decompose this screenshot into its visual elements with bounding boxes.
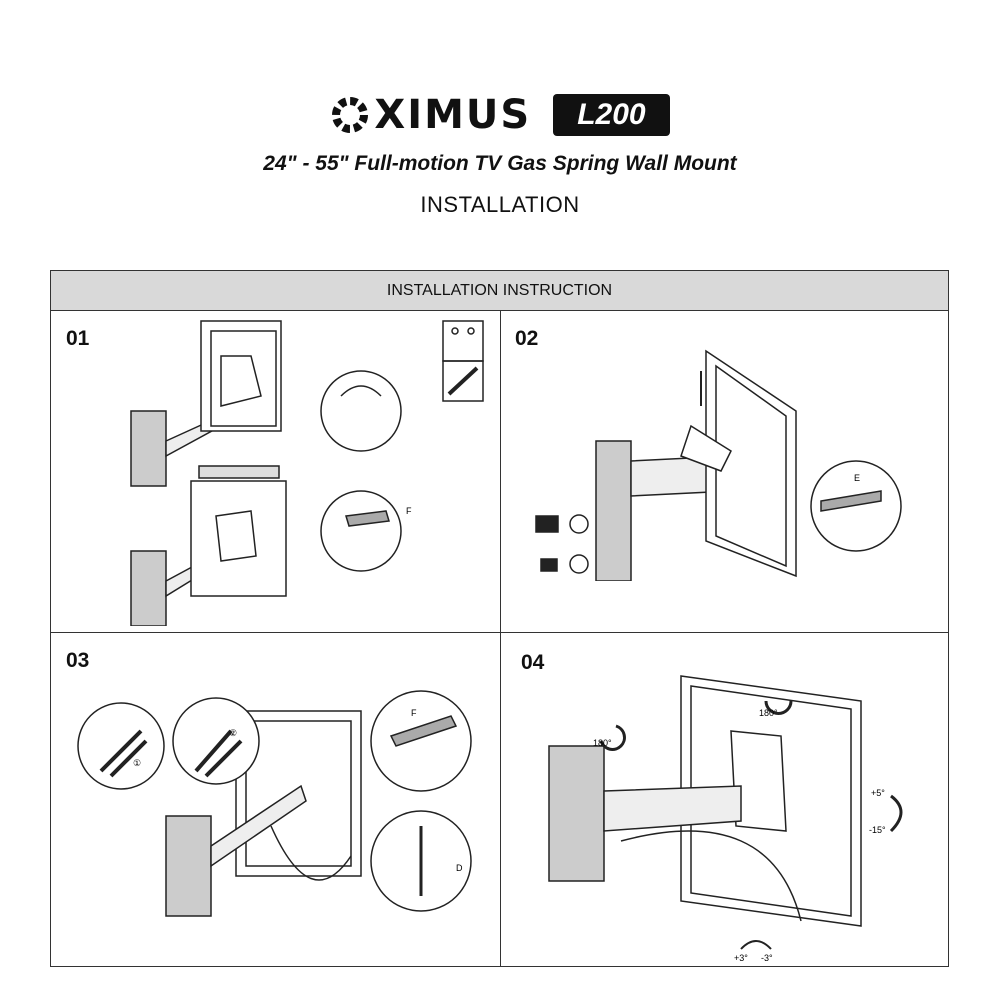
step-03-illustration: ① ② F D	[77, 690, 472, 917]
brand-header: XIMUS L200	[0, 92, 1000, 138]
brand-logo: XIMUS	[330, 92, 531, 138]
tilt-down-label: -15°	[869, 825, 886, 835]
rotation-label: 180°	[593, 738, 612, 748]
model-badge: L200	[553, 94, 670, 136]
step-number: 02	[515, 327, 539, 350]
gear-icon	[332, 97, 369, 133]
rotation-label: 180°	[759, 708, 778, 718]
panel-title: INSTALLATION INSTRUCTION	[51, 271, 948, 311]
tool-label: F	[406, 506, 412, 516]
step-04-illustration: 180° 180° +5° -15° +3° -3°	[548, 675, 903, 961]
instruction-panel: INSTALLATION INSTRUCTION 01 F 02	[50, 270, 949, 967]
tool-label: F	[411, 708, 417, 718]
tilt-up-label: +5°	[871, 788, 885, 798]
swivel-left-label: +3°	[734, 953, 748, 961]
step-02-illustration: E	[535, 349, 902, 581]
tool-label: D	[456, 863, 463, 873]
section-title: INSTALLATION	[420, 192, 580, 217]
tool-label: E	[854, 473, 860, 483]
step-marker: ②	[229, 728, 237, 738]
swivel-right-label: -3°	[761, 953, 773, 961]
step-01-illustration: F	[130, 320, 484, 626]
step-number: 01	[66, 327, 90, 350]
step-number: 03	[66, 649, 90, 672]
step-number: 04	[521, 651, 545, 674]
brand-name: XIMUS	[374, 92, 532, 138]
divider	[51, 632, 948, 633]
divider	[500, 311, 501, 967]
step-marker: ①	[133, 758, 141, 768]
product-subtitle: 24" - 55" Full-motion TV Gas Spring Wall…	[263, 152, 737, 175]
